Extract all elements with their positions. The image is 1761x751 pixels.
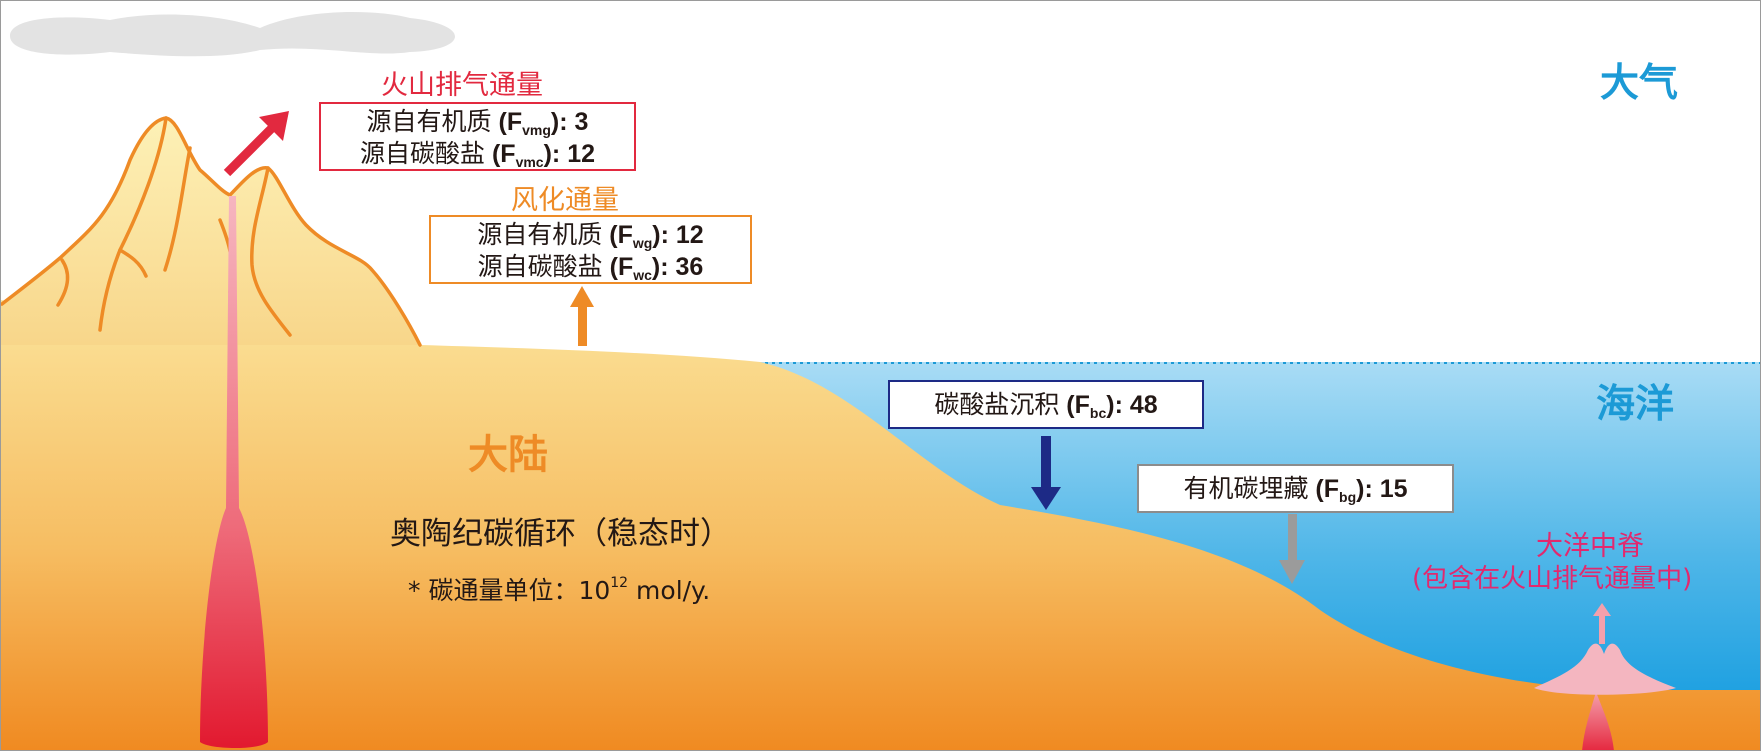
carbonate-deposit-row: 碳酸盐沉积 (Fbc): 48 — [934, 391, 1158, 421]
volcanic-carbonate-row: 源自碳酸盐 (Fvmc): 12 — [359, 140, 596, 170]
flux-unit-note: * 碳通量单位：1012 mol/y. — [408, 575, 711, 605]
organic-burial-box: 有机碳埋藏 (Fbg): 15 — [1137, 464, 1454, 513]
weathering-flux-title: 风化通量 — [511, 185, 619, 216]
ridge-magma — [1582, 692, 1614, 751]
volcanic-flux-box: 源自有机质 (Fvmg): 3 源自碳酸盐 (Fvmc): 12 — [319, 102, 636, 171]
ridge-arrow — [1593, 603, 1611, 644]
weathering-arrow — [570, 286, 594, 346]
continent-label: 大陆 — [468, 432, 548, 478]
carbonate-deposit-box: 碳酸盐沉积 (Fbc): 48 — [888, 380, 1204, 429]
weathering-carbonate-row: 源自碳酸盐 (Fwc): 36 — [477, 253, 704, 283]
volcanic-flux-title: 火山排气通量 — [381, 70, 543, 101]
magma-conduit — [200, 196, 268, 748]
organic-burial-row: 有机碳埋藏 (Fbg): 15 — [1183, 475, 1408, 505]
volcanic-organic-row: 源自有机质 (Fvmg): 3 — [366, 108, 589, 138]
weathering-organic-row: 源自有机质 (Fwg): 12 — [477, 221, 704, 251]
continent-body — [0, 300, 1761, 751]
mountain-body — [0, 118, 420, 345]
volcanic-arrow — [223, 111, 289, 177]
organic-burial-arrow — [1279, 514, 1305, 584]
diagram-title: 奥陶纪碳循环（稳态时） — [390, 516, 731, 552]
ridge-title: 大洋中脊 — [1536, 531, 1644, 562]
atmosphere-label: 大气 — [1600, 61, 1679, 106]
carbonate-deposit-arrow — [1031, 436, 1061, 510]
ridge-mound — [1534, 643, 1676, 695]
ocean-label: 海洋 — [1596, 382, 1675, 427]
cloud-shape — [10, 12, 455, 57]
ridge-note: (包含在火山排气通量中) — [1412, 564, 1693, 594]
weathering-flux-box: 源自有机质 (Fwg): 12 源自碳酸盐 (Fwc): 36 — [429, 215, 752, 284]
